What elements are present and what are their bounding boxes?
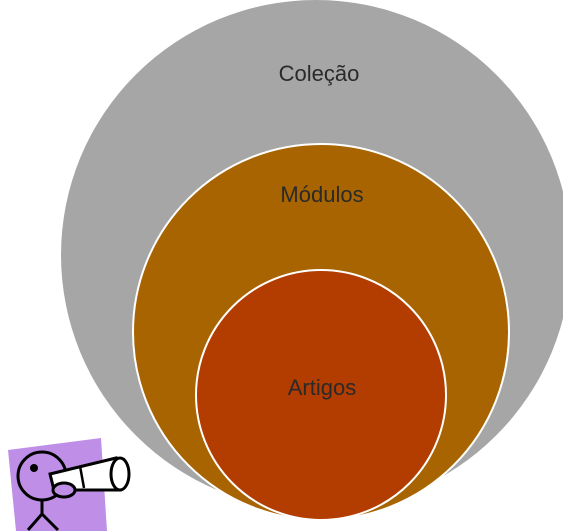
inner-circle-artigos <box>195 269 447 521</box>
label-artigos: Artigos <box>288 375 356 400</box>
label-modulos: Módulos <box>280 182 363 207</box>
spyglass-mascot-icon <box>8 438 131 531</box>
label-colecao: Coleção <box>279 61 360 86</box>
